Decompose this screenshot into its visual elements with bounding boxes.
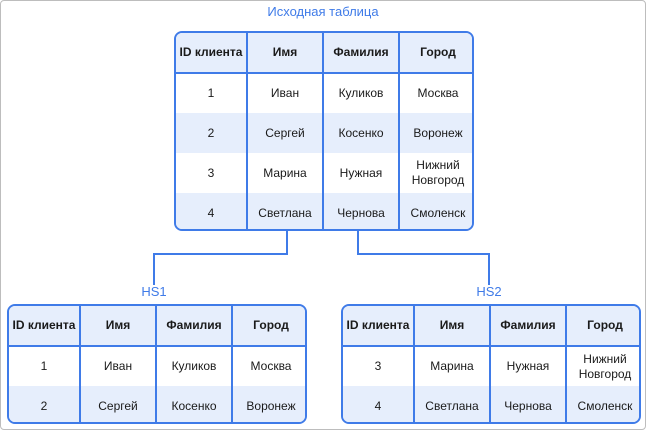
header-surname: Фамилия [489, 306, 566, 347]
cell-id: 4 [343, 386, 414, 422]
cell-name: Марина [413, 346, 490, 386]
header-city: Город [231, 306, 305, 347]
cell-city: Воронеж [398, 113, 472, 153]
cell-city: Нижний Новгород [398, 153, 472, 193]
cell-surname: Куликов [322, 73, 399, 113]
cell-city: Москва [231, 346, 305, 386]
cell-surname: Косенко [322, 113, 399, 153]
cell-city: Нижний Новгород [565, 346, 639, 386]
cell-city: Воронеж [231, 386, 305, 422]
hs1-title: HS1 [141, 284, 167, 299]
hs1-table: ID клиента Имя Фамилия Город 1 Иван Кули… [7, 304, 307, 424]
hs2-table: ID клиента Имя Фамилия Город 3 Марина Ну… [341, 304, 641, 424]
header-name: Имя [413, 306, 490, 347]
table-row: 4 Светлана Чернова Смоленск [343, 386, 639, 422]
source-table: ID клиента Имя Фамилия Город 1 Иван Кули… [174, 31, 474, 231]
cell-surname: Чернова [489, 386, 566, 422]
table-row: 3 Марина Нужная Нижний Новгород [176, 153, 472, 193]
header-surname: Фамилия [322, 33, 399, 74]
header-name: Имя [79, 306, 156, 347]
table-row: 3 Марина Нужная Нижний Новгород [343, 346, 639, 386]
cell-id: 2 [9, 386, 80, 422]
cell-city: Смоленск [398, 193, 472, 229]
cell-surname: Чернова [322, 193, 399, 229]
cell-id: 3 [343, 346, 414, 386]
header-id: ID клиента [343, 306, 414, 347]
header-surname: Фамилия [155, 306, 232, 347]
header-name: Имя [246, 33, 323, 74]
cell-surname: Косенко [155, 386, 232, 422]
cell-surname: Куликов [155, 346, 232, 386]
cell-name: Сергей [246, 113, 323, 153]
cell-city: Москва [398, 73, 472, 113]
header-city: Город [398, 33, 472, 74]
cell-name: Светлана [413, 386, 490, 422]
cell-id: 4 [176, 193, 247, 229]
cell-id: 1 [9, 346, 80, 386]
cell-city: Смоленск [565, 386, 639, 422]
table-row: 2 Сергей Косенко Воронеж [9, 386, 305, 422]
header-id: ID клиента [9, 306, 80, 347]
connector-to-hs1 [153, 231, 288, 285]
cell-id: 2 [176, 113, 247, 153]
cell-surname: Нужная [322, 153, 399, 193]
cell-name: Марина [246, 153, 323, 193]
source-table-title: Исходная таблица [267, 4, 379, 19]
cell-id: 1 [176, 73, 247, 113]
header-city: Город [565, 306, 639, 347]
cell-id: 3 [176, 153, 247, 193]
cell-name: Светлана [246, 193, 323, 229]
cell-name: Иван [79, 346, 156, 386]
cell-name: Иван [246, 73, 323, 113]
cell-name: Сергей [79, 386, 156, 422]
cell-surname: Нужная [489, 346, 566, 386]
table-row: 1 Иван Куликов Москва [9, 346, 305, 386]
table-row: 1 Иван Куликов Москва [176, 73, 472, 113]
table-row: 4 Светлана Чернова Смоленск [176, 193, 472, 229]
hs2-title: HS2 [476, 284, 502, 299]
header-id: ID клиента [176, 33, 247, 74]
table-row: 2 Сергей Косенко Воронеж [176, 113, 472, 153]
connector-to-hs2 [357, 231, 490, 285]
